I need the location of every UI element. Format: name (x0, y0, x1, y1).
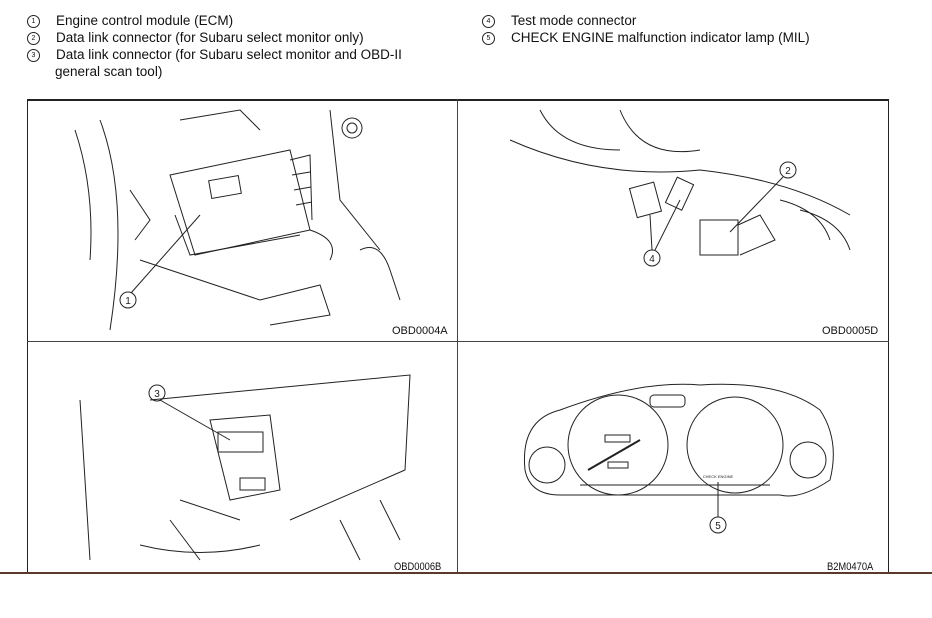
obd-connector-illustration (79, 374, 411, 561)
instrument-cluster-illustration (523, 383, 834, 497)
figure-frame (27, 99, 889, 573)
callout-label: 4 (649, 254, 655, 265)
leader-line (159, 399, 231, 441)
leader-line (654, 199, 681, 251)
callout-number-icon: 4 (482, 15, 495, 28)
figure-code: OBD0005D (822, 325, 879, 337)
leader-line (649, 214, 653, 251)
callout-4 (643, 249, 661, 267)
callout-1 (119, 291, 137, 309)
callout-label: 1 (125, 296, 131, 307)
callout-label: 3 (154, 389, 160, 400)
callout-2 (779, 161, 797, 179)
legend-item-1: 1 Engine control module (ECM) (27, 12, 447, 29)
divider (457, 99, 458, 573)
legend-text-cont: general scan tool) (55, 64, 163, 79)
divider (27, 341, 889, 342)
legend-item-3: 3 Data link connector (for Subaru select … (27, 46, 447, 63)
legend-text: Engine control module (ECM) (56, 13, 234, 28)
callout-label: 5 (715, 521, 721, 532)
legend-item-4: 4 Test mode connector (482, 12, 902, 29)
callout-number-icon: 2 (27, 32, 40, 45)
check-engine-lamp: CHECK ENGINE (703, 474, 734, 479)
leader-line (130, 214, 201, 294)
callout-5 (709, 516, 727, 534)
legend-text: CHECK ENGINE malfunction indicator lamp … (511, 30, 810, 45)
legend-item-5: 5 CHECK ENGINE malfunction indicator lamp… (482, 29, 902, 46)
figure-code: OBD0006B (394, 561, 442, 573)
legend-text: Test mode connector (511, 13, 637, 28)
figure-code: B2M0470A (827, 561, 874, 573)
leader-line (729, 176, 784, 233)
connectors-illustration (509, 109, 851, 256)
callout-3 (148, 384, 166, 402)
legend-right: 4 Test mode connector 5 CHECK ENGINE malfu… (482, 12, 902, 46)
page-divider (0, 572, 932, 574)
legend-item-2: 2 Data link connector (for Subaru select … (27, 29, 447, 46)
callout-label: 2 (785, 166, 791, 177)
callout-number-icon: 1 (27, 15, 40, 28)
figure-code: OBD0004A (392, 325, 448, 337)
legend-text: Data link connector (for Subaru select m… (56, 47, 402, 62)
callout-number-icon: 3 (27, 49, 40, 62)
ecm-illustration (74, 109, 401, 331)
legend-text: Data link connector (for Subaru select m… (56, 30, 364, 45)
callout-number-icon: 5 (482, 32, 495, 45)
